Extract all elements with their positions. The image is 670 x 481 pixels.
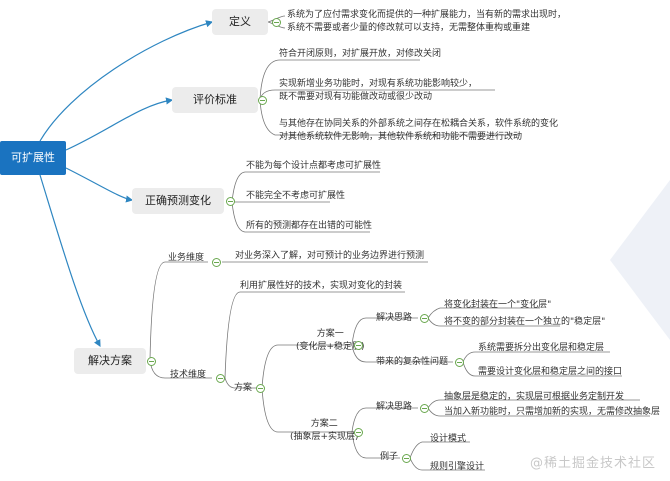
plan-b-idea-2: 当加入新功能时，只需增加新的实现，无需修改抽象层: [444, 407, 661, 417]
collapse-toggle-plan-a[interactable]: [354, 341, 363, 350]
plan-b-title[interactable]: 方案二 (抽象层+实现层): [290, 418, 359, 444]
technical-intro: 利用扩展性好的技术，实现对变化的封装: [240, 281, 403, 291]
plan-a-complexity-2: 需要设计变化层和稳定层之间的接口: [478, 367, 623, 377]
technical-dimension[interactable]: 技术维度: [170, 370, 207, 380]
arrow-root-solution: [39, 174, 101, 348]
plan-node[interactable]: 方案: [234, 383, 253, 393]
plan-b-idea-1: 抽象层是稳定的，实现层可根据业务定制开发: [444, 392, 625, 402]
plan-b-example-2: 规则引擎设计: [430, 462, 485, 472]
plan-a-title[interactable]: 方案一 (变化层+稳定层): [296, 328, 365, 354]
criteria-item-1: 符合开闭原则，对扩展开放，对修改关闭: [279, 49, 442, 59]
plan-a-idea-2: 将不变的部分封装在一个独立的"稳定层": [444, 317, 606, 327]
plan-a-idea[interactable]: 解决思路: [376, 313, 413, 323]
arrow-root-criteria: [65, 97, 174, 151]
business-dimension[interactable]: 业务维度: [168, 253, 205, 263]
root-node[interactable]: 可扩展性: [0, 141, 66, 175]
collapse-toggle-business[interactable]: [212, 258, 221, 267]
definition-node[interactable]: 定义: [212, 9, 268, 35]
plan-b-idea[interactable]: 解决思路: [376, 402, 413, 412]
plan-a-title-1: 方案一: [316, 329, 344, 339]
collapse-toggle-plan-a-idea[interactable]: [420, 314, 429, 323]
collapse-toggle-plan-b[interactable]: [354, 428, 363, 437]
collapse-toggle-plan-b-example[interactable]: [402, 454, 411, 463]
prediction-node[interactable]: 正确预测变化: [132, 188, 224, 214]
collapse-toggle-plan[interactable]: [256, 384, 265, 393]
prediction-item-3: 所有的预测都存在出错的可能性: [246, 221, 373, 231]
prediction-item-2: 不能完全不考虑可扩展性: [246, 191, 346, 201]
arrow-root-definition: [39, 20, 214, 142]
collapse-toggle-criteria[interactable]: [258, 96, 267, 105]
plan-b-title-1: 方案二: [310, 419, 338, 429]
plan-a-complexity[interactable]: 带来的复杂性问题: [376, 357, 449, 367]
plan-a-idea-1: 将变化封装在一个"变化层": [444, 300, 552, 310]
solution-node[interactable]: 解决方案: [74, 348, 146, 374]
plan-b-example[interactable]: 例子: [380, 452, 399, 462]
criteria-item-3b: 对其他系统软件无影响，其他软件系统和功能不需要进行改动: [279, 132, 523, 142]
collapse-toggle-plan-b-idea[interactable]: [420, 404, 429, 413]
business-text: 对业务深入了解，对可预计的业务边界进行预测: [235, 251, 425, 261]
collapse-toggle-plan-a-complexity[interactable]: [455, 358, 464, 367]
definition-text-2: 系统不需要或者少量的修改就可以支持，无需整体重构或重建: [287, 23, 531, 33]
plan-a-title-2: (变化层+稳定层): [296, 342, 365, 352]
collapse-toggle-prediction[interactable]: [226, 197, 235, 206]
decorative-triangle: [610, 180, 670, 340]
collapse-toggle-technical[interactable]: [216, 374, 225, 383]
collapse-toggle-solution[interactable]: [147, 357, 156, 366]
plan-b-example-1: 设计模式: [430, 434, 467, 444]
definition-text-1: 系统为了应付需求变化而提供的一种扩展能力，当有新的需求出现时，: [287, 10, 567, 20]
watermark: @稀土掘金技术社区: [529, 456, 656, 471]
plan-a-complexity-1: 系统需要拆分出变化层和稳定层: [478, 343, 605, 353]
criteria-item-3a: 与其他存在协同关系的外部系统之间存在松耦合关系，软件系统的变化: [279, 119, 559, 129]
criteria-item-2a: 实现新增业务功能时，对现有系统功能影响较少，: [279, 79, 478, 89]
collapse-toggle-definition[interactable]: [272, 18, 281, 27]
prediction-item-1: 不能为每个设计点都考虑可扩展性: [246, 161, 382, 171]
criteria-item-2b: 既不需要对现有功能做改动或很少改动: [279, 92, 433, 102]
plan-b-title-2: (抽象层+实现层): [290, 432, 359, 442]
arrow-root-prediction: [65, 167, 134, 203]
criteria-node[interactable]: 评价标准: [172, 87, 258, 113]
